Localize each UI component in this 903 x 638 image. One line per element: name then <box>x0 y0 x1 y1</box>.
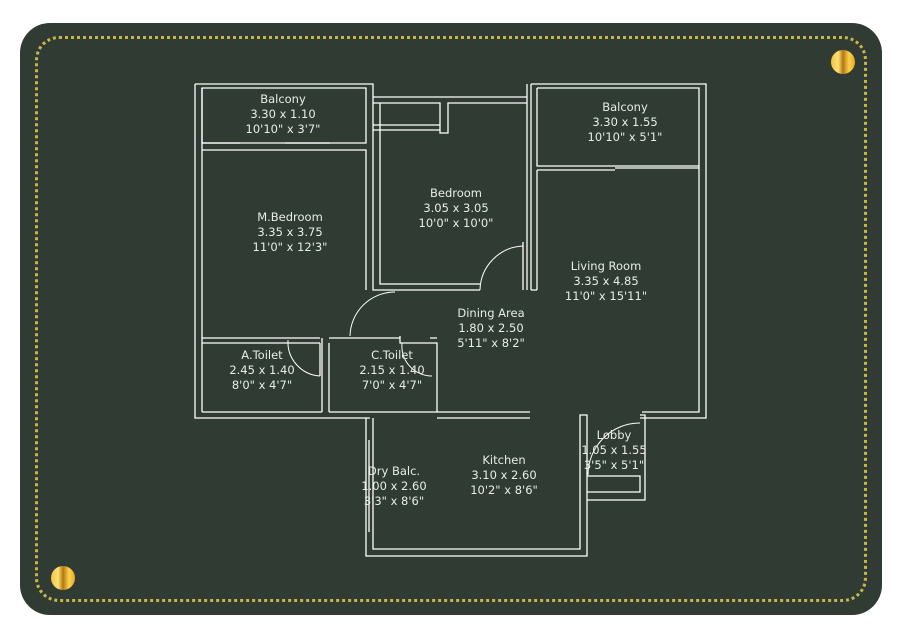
gold-coin-icon <box>831 50 855 74</box>
wall <box>373 124 440 131</box>
wall <box>194 84 370 419</box>
door-swing <box>349 291 396 337</box>
wall <box>373 96 527 134</box>
wall <box>531 88 699 291</box>
wall <box>202 336 530 419</box>
gold-coin-icon <box>51 566 75 590</box>
wall <box>202 142 367 290</box>
wall <box>379 84 532 290</box>
wall <box>365 414 646 557</box>
door-swing <box>401 342 433 377</box>
wall <box>531 83 707 419</box>
wall <box>202 337 400 412</box>
door-swing <box>287 339 321 377</box>
door-swing <box>479 245 524 291</box>
wall <box>368 440 641 532</box>
door-swing <box>587 422 641 476</box>
floor-plan-card <box>20 23 882 615</box>
decorative-dotted-border <box>35 36 867 602</box>
